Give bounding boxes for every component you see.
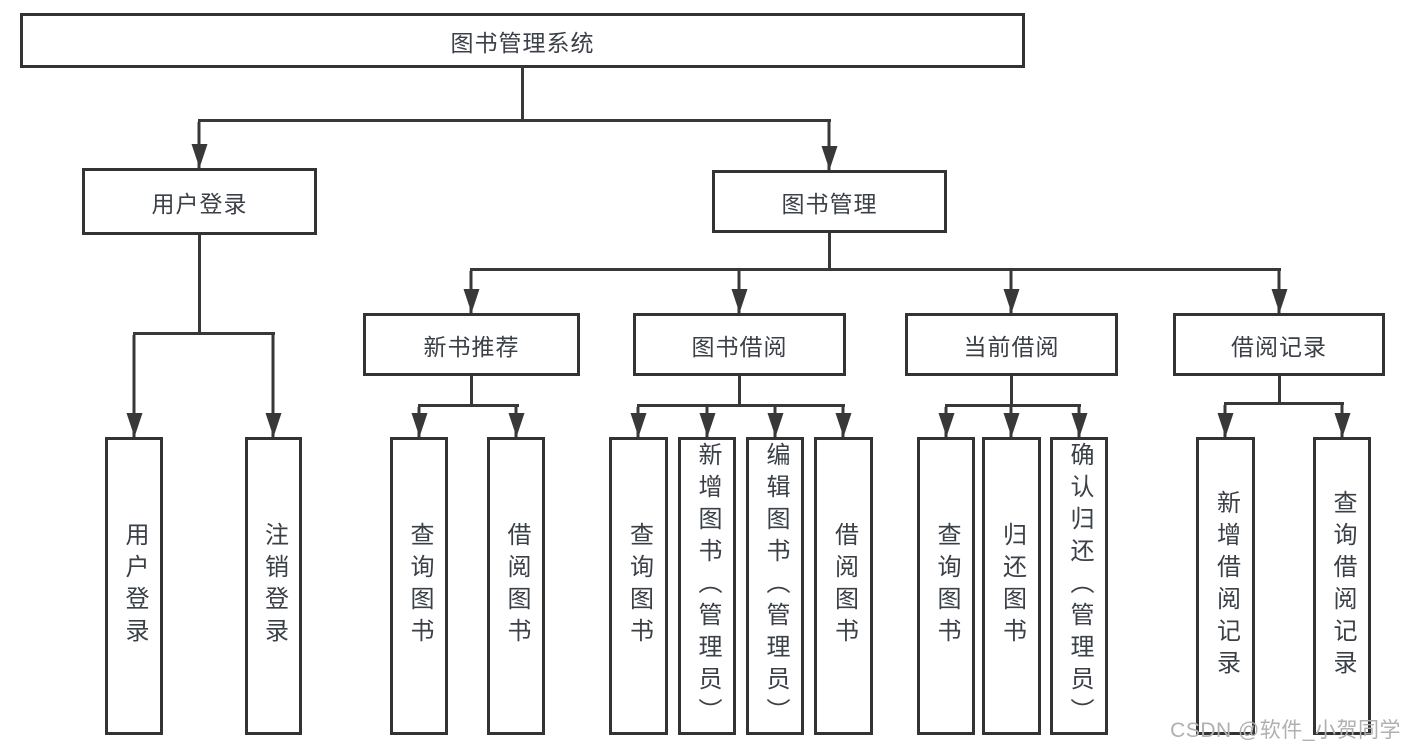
leaf-records-query-record: 查询借阅记录 [1313,437,1371,735]
connector-book-management-vline [828,233,831,270]
arrow-to-leaf-user-login [132,335,136,437]
leaf-recommend-borrow-books-label: 借阅图书 [503,522,530,650]
leaf-logout-label: 注销登录 [260,522,288,650]
connector-root-vline [521,66,524,121]
leaf-logout: 注销登录 [245,437,302,735]
leaf-records-add-record: 新增借阅记录 [1196,437,1255,735]
leaf-borrow-query-books-label: 查询图书 [625,522,653,650]
leaf-user-login: 用户登录 [105,437,163,735]
connector-book-borrow-vline [738,376,741,406]
leaf-current-return-books-label: 归还图书 [998,522,1026,650]
leaf-current-return-books: 归还图书 [982,437,1041,735]
leaf-recommend-query-books-label: 查询图书 [406,522,433,650]
leaf-borrow-borrow-books: 借阅图书 [814,437,873,735]
node-book-management: 图书管理 [712,170,947,233]
connector-current-borrow-hline [945,404,1081,407]
arrow-records-query-record [1340,405,1344,437]
arrow-borrow-query-books [636,407,640,437]
arrow-to-book-management [827,122,831,170]
arrow-to-new-book-recommend [469,271,473,313]
node-root: 图书管理系统 [20,13,1025,68]
leaf-borrow-add-books-admin-label: 新增图书（管理员） [694,442,721,730]
leaf-borrow-edit-books-admin: 编辑图书（管理员） [746,437,804,735]
arrow-to-current-borrow [1009,271,1013,313]
connector-root-hline [198,119,831,122]
leaf-borrow-query-books: 查询图书 [609,437,668,735]
node-new-book-recommend-label: 新书推荐 [423,333,520,360]
leaf-borrow-edit-books-admin-label: 编辑图书（管理员） [762,442,789,730]
leaf-borrow-borrow-books-label: 借阅图书 [830,522,858,650]
node-user-login: 用户登录 [82,168,317,235]
node-current-borrow-label: 当前借阅 [963,333,1060,360]
node-root-label: 图书管理系统 [450,29,595,56]
leaf-current-confirm-return-admin: 确认归还（管理员） [1050,437,1108,735]
node-borrow-records-label: 借阅记录 [1231,333,1327,360]
leaf-recommend-borrow-books: 借阅图书 [487,437,545,735]
leaf-current-query-books: 查询图书 [917,437,975,735]
watermark: CSDN @软件_小贺同学 [1170,719,1401,742]
node-user-login-label: 用户登录 [151,190,248,217]
connector-new-book-recommend-vline [470,376,473,406]
leaf-user-login-label: 用户登录 [121,522,148,650]
connector-user-login-hline [133,332,275,335]
arrow-records-add-record [1223,405,1227,437]
leaf-borrow-add-books-admin: 新增图书（管理员） [678,437,736,735]
leaf-records-add-record-label: 新增借阅记录 [1212,490,1240,682]
node-current-borrow: 当前借阅 [905,313,1118,376]
connector-current-borrow-vline [1010,376,1013,406]
node-book-borrow: 图书借阅 [633,313,846,376]
arrow-to-user-login [197,122,201,168]
node-book-borrow-label: 图书借阅 [691,333,788,360]
leaf-recommend-query-books: 查询图书 [390,437,448,735]
arrow-current-return-books [1009,407,1013,437]
leaf-current-query-books-label: 查询图书 [933,522,960,650]
arrow-to-leaf-logout [271,335,275,437]
connector-borrow-records-vline [1278,376,1281,404]
arrow-borrow-edit-books [773,407,777,437]
leaf-current-confirm-return-admin-label: 确认归还（管理员） [1066,442,1093,730]
arrow-borrow-borrow-books [841,407,845,437]
arrow-to-borrow-records [1277,271,1281,313]
leaf-records-query-record-label: 查询借阅记录 [1329,490,1356,682]
node-new-book-recommend: 新书推荐 [363,313,580,376]
arrow-recommend-borrow-books [514,407,518,437]
connector-user-login-vline [198,235,201,334]
connector-book-management-hline [470,268,1281,271]
connector-new-book-recommend-hline [418,404,519,407]
connector-book-borrow-hline [637,404,845,407]
node-book-management-label: 图书管理 [781,190,878,217]
arrow-borrow-add-books [705,407,709,437]
connector-borrow-records-hline [1224,402,1344,405]
arrow-current-query-books [944,407,948,437]
arrow-recommend-query-books [417,407,421,437]
node-borrow-records: 借阅记录 [1173,313,1385,376]
arrow-current-confirm-return [1077,407,1081,437]
arrow-to-book-borrow [737,271,741,313]
